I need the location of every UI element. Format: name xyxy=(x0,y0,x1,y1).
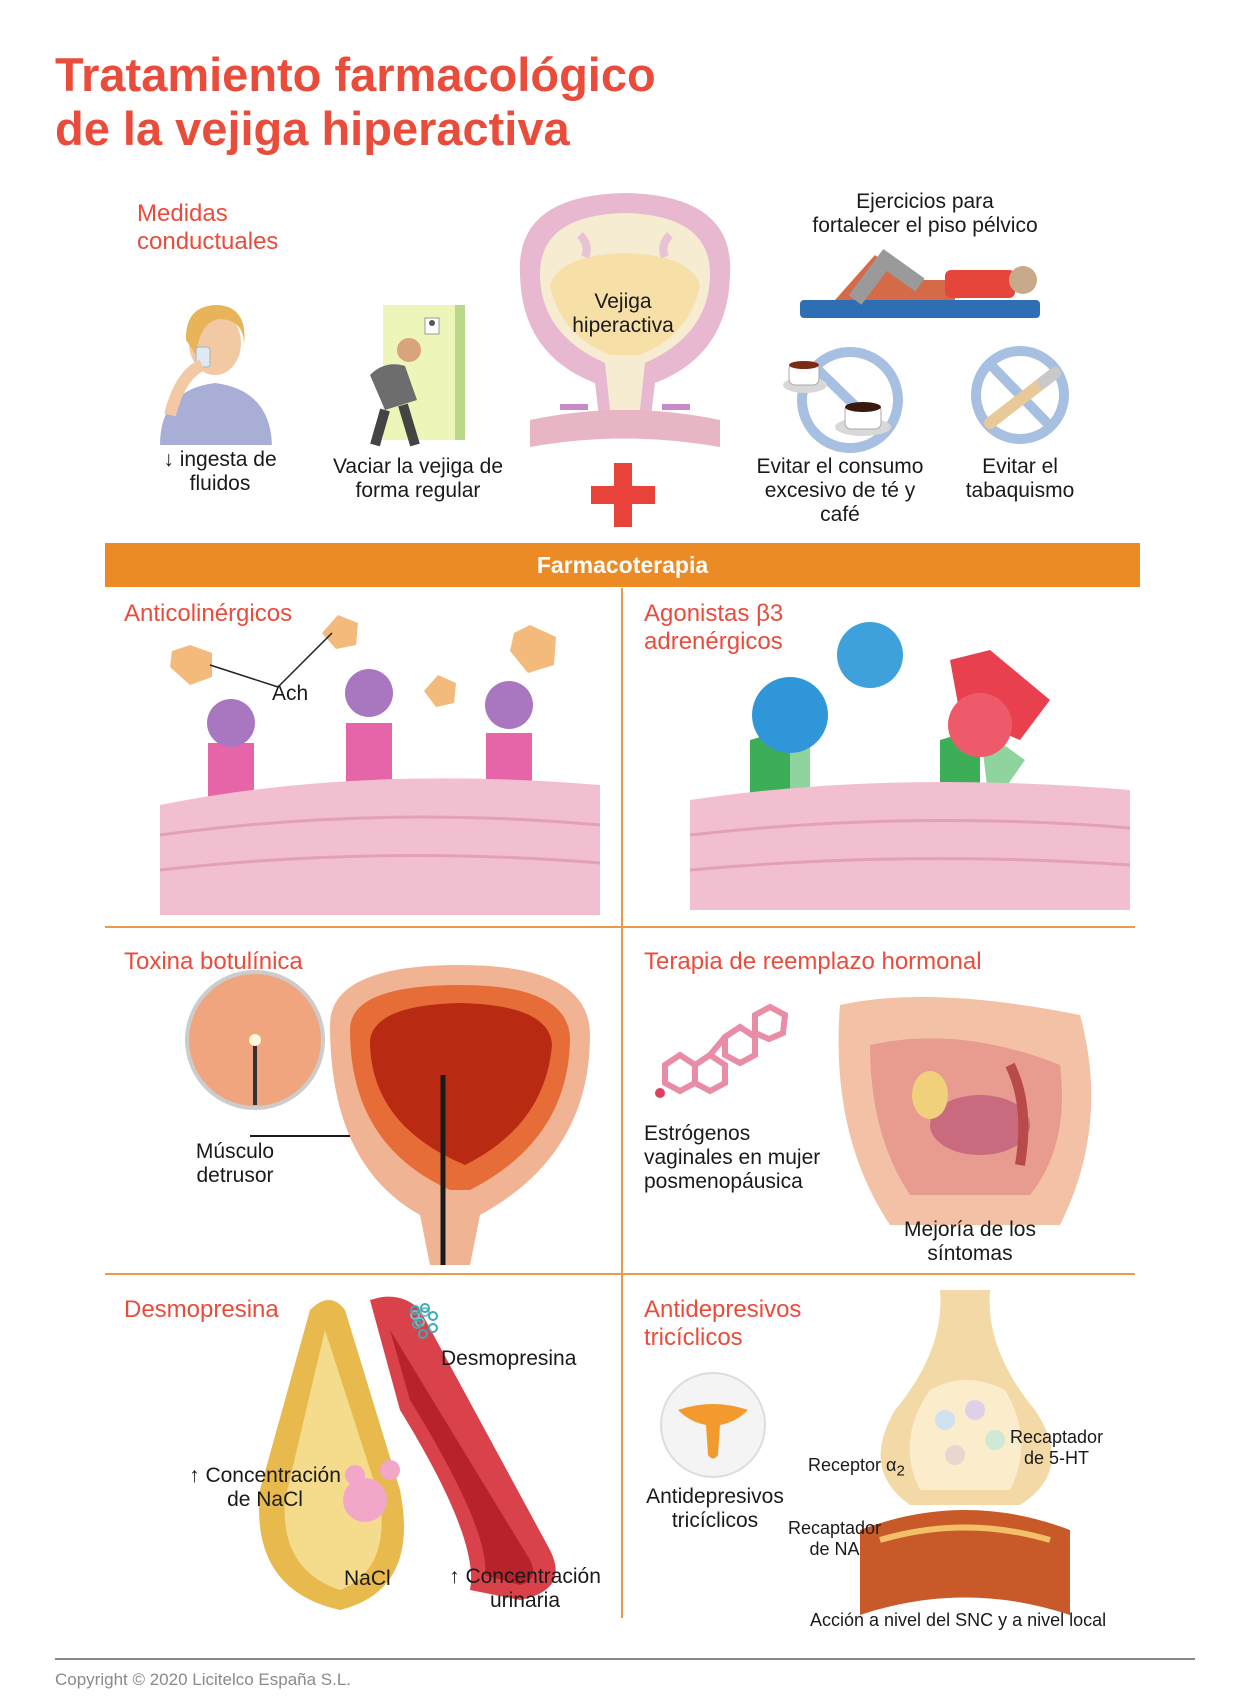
pelvic-exercise-line-1: Ejercicios para xyxy=(856,190,994,213)
behavioral-heading-line-1: Medidas xyxy=(137,200,228,227)
row-divider-1 xyxy=(105,926,1135,928)
desmopressin-heading: Desmopresina xyxy=(124,1296,279,1323)
pelvic-exercise-label: Ejercicios para fortalecer el piso pélvi… xyxy=(790,190,1060,238)
symptom-improvement-line-1: Mejoría de los xyxy=(904,1218,1036,1241)
plus-icon xyxy=(591,463,655,527)
fluid-intake-line-2: fluidos xyxy=(189,472,251,495)
tricyclic-drug-line-1: Antidepresivos xyxy=(646,1485,784,1508)
estrogen-line-1: Estrógenos xyxy=(644,1122,751,1145)
ht-reuptake-line-1: Recaptador xyxy=(1010,1427,1104,1447)
behavioral-heading: Medidas conductuales xyxy=(137,200,278,256)
tricyclic-heading-line-2: tricíclicos xyxy=(644,1324,743,1351)
urinary-concentration-line-2: urinaria xyxy=(489,1589,561,1612)
page-title: Tratamiento farmacológico de la vejiga h… xyxy=(55,48,656,156)
woman-drinking-illustration xyxy=(160,305,272,445)
row-divider-2 xyxy=(105,1273,1135,1275)
column-divider xyxy=(621,588,623,1618)
nacl-concentration-label: ↑ Concentración de NaCl xyxy=(170,1464,360,1512)
urinary-concentration-label: ↑ Concentración urinaria xyxy=(440,1565,610,1613)
overactive-bladder-line-2: hiperactiva xyxy=(572,314,674,337)
estrogen-line-3: posmenopáusica xyxy=(644,1170,803,1193)
alpha2-receptor-subscript: 2 xyxy=(896,1462,905,1480)
avoid-smoking-line-1: Evitar el xyxy=(982,455,1058,478)
estrogen-line-2: vaginales en mujer xyxy=(644,1146,821,1169)
detrusor-muscle-line-2: detrusor xyxy=(196,1164,274,1187)
fluid-intake-line-1: ↓ ingesta de xyxy=(163,448,277,471)
na-reuptake-line-2: de NA xyxy=(809,1539,860,1559)
nacl-concentration-line-2: de NaCl xyxy=(227,1488,303,1511)
avoid-coffee-line-2: excesivo de té y xyxy=(764,479,916,502)
ht-reuptake-label: Recaptador de 5-HT xyxy=(1010,1427,1103,1469)
hormone-heading: Terapia de reemplazo hormonal xyxy=(644,948,982,975)
tricyclic-heading-line-1: Antidepresivos xyxy=(644,1296,802,1323)
nacl-label: NaCl xyxy=(344,1567,391,1590)
synapse-illustration xyxy=(860,1290,1070,1615)
fluid-intake-label: ↓ ingesta de fluidos xyxy=(150,448,290,496)
alpha2-receptor-label: Receptor α2 xyxy=(808,1455,905,1480)
na-reuptake-line-1: Recaptador xyxy=(788,1518,882,1538)
botulinum-bladder-illustration xyxy=(185,965,590,1265)
avoid-smoking-line-2: tabaquismo xyxy=(965,479,1075,502)
pelvic-exercise-line-2: fortalecer el piso pélvico xyxy=(812,214,1038,237)
overactive-bladder-line-1: Vejiga xyxy=(594,290,652,313)
symptom-improvement-label: Mejoría de los síntomas xyxy=(890,1218,1050,1266)
tricyclic-heading: Antidepresivos tricíclicos xyxy=(644,1296,801,1352)
ht-reuptake-line-2: de 5-HT xyxy=(1024,1448,1090,1468)
footer-divider xyxy=(55,1658,1195,1660)
beta3-heading: Agonistas β3 adrenérgicos xyxy=(644,600,783,656)
detrusor-muscle-line-1: Músculo xyxy=(195,1140,275,1163)
avoid-coffee-line-3: café xyxy=(820,503,860,526)
pharmacotherapy-banner: Farmacoterapia xyxy=(105,543,1140,587)
tricyclic-drug-icon xyxy=(660,1372,766,1478)
tricyclic-drug-line-2: tricíclicos xyxy=(671,1509,759,1532)
pelvic-exercise-illustration xyxy=(800,248,1040,318)
overactive-bladder-illustration xyxy=(519,193,731,447)
muscle-pointer-line xyxy=(250,1135,350,1137)
title-line-1: Tratamiento farmacológico xyxy=(55,48,656,101)
avoid-smoking-label: Evitar el tabaquismo xyxy=(950,455,1090,503)
no-coffee-icon xyxy=(783,347,903,453)
no-smoking-icon xyxy=(971,346,1069,444)
overactive-bladder-label: Vejiga hiperactiva xyxy=(548,290,698,338)
avoid-coffee-line-1: Evitar el consumo xyxy=(756,455,924,478)
action-label: Acción a nivel del SNC y a nivel local xyxy=(810,1610,1107,1630)
ach-label: Ach xyxy=(272,682,309,705)
nephron-illustration xyxy=(259,1296,556,1610)
man-restroom-illustration xyxy=(370,305,465,447)
estrogen-molecule-icon xyxy=(655,1003,789,1098)
beta3-heading-line-1: Agonistas β3 xyxy=(644,600,784,627)
nacl-concentration-line-1: ↑ Concentración xyxy=(189,1464,341,1487)
behavioral-heading-line-2: conductuales xyxy=(137,228,279,255)
symptom-improvement-line-2: síntomas xyxy=(927,1242,1013,1265)
empty-bladder-line-1: Vaciar la vejiga de xyxy=(332,455,504,478)
beta3-heading-line-2: adrenérgicos xyxy=(644,628,783,655)
beta3-agonist-illustration xyxy=(690,622,1130,910)
alpha2-receptor-text: Receptor α xyxy=(808,1455,897,1475)
detrusor-muscle-label: Músculo detrusor xyxy=(180,1140,290,1188)
desmopressin-molecule-icon xyxy=(410,1303,438,1339)
pelvic-anatomy-illustration xyxy=(838,997,1092,1225)
estrogen-label: Estrógenos vaginales en mujer posmenopáu… xyxy=(644,1122,820,1194)
title-line-2: de la vejiga hiperactiva xyxy=(55,102,570,155)
avoid-coffee-label: Evitar el consumo excesivo de té y café xyxy=(745,455,935,527)
empty-bladder-label: Vaciar la vejiga de forma regular xyxy=(318,455,518,503)
botulinum-heading: Toxina botulínica xyxy=(124,948,303,975)
copyright-text: Copyright © 2020 Licitelco España S.L. xyxy=(55,1670,352,1689)
desmopressin-label: Desmopresina xyxy=(441,1347,577,1370)
empty-bladder-line-2: forma regular xyxy=(355,479,481,502)
urinary-concentration-line-1: ↑ Concentración xyxy=(449,1565,601,1588)
anticholinergic-heading: Anticolinérgicos xyxy=(124,600,293,627)
na-reuptake-label: Recaptador de NA xyxy=(788,1518,881,1560)
anticholinergic-illustration xyxy=(160,615,600,915)
tricyclic-drug-label: Antidepresivos tricíclicos xyxy=(635,1485,795,1533)
